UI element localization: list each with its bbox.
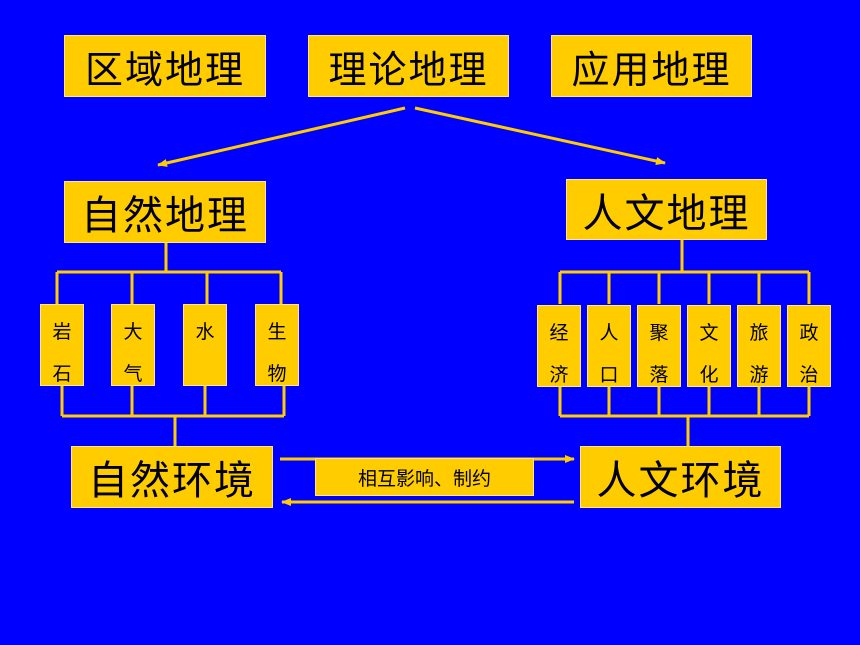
natural-item-rock: 岩 石 bbox=[40, 304, 84, 386]
human-item-char: 化 bbox=[699, 364, 719, 386]
natural-item-char: 石 bbox=[52, 363, 72, 385]
natural-environment-box: 自然环境 bbox=[71, 446, 273, 508]
human-item-settlement: 聚 落 bbox=[637, 305, 681, 387]
physical-geography-box: 自然地理 bbox=[64, 181, 266, 243]
human-item-char: 治 bbox=[799, 364, 819, 386]
natural-item-char: 气 bbox=[123, 363, 143, 385]
human-item-char: 人 bbox=[599, 322, 619, 344]
human-item-population: 人 口 bbox=[587, 305, 631, 387]
interaction-label: 相互影响、制约 bbox=[315, 458, 534, 496]
human-geography-box: 人文地理 bbox=[566, 179, 767, 240]
natural-item-biology: 生 物 bbox=[255, 304, 299, 386]
regional-geography-box: 区域地理 bbox=[64, 35, 266, 97]
human-item-economy: 经 济 bbox=[537, 305, 581, 387]
human-item-char: 经 bbox=[549, 322, 569, 344]
natural-item-atmosphere: 大 气 bbox=[111, 304, 155, 386]
natural-item-char: 物 bbox=[267, 363, 287, 385]
natural-item-char: 大 bbox=[123, 321, 143, 343]
arrow-to-human bbox=[414, 106, 666, 165]
human-item-char: 政 bbox=[799, 322, 819, 344]
applied-geography-box: 应用地理 bbox=[551, 35, 752, 97]
human-item-char: 济 bbox=[549, 364, 569, 386]
human-item-char: 落 bbox=[649, 364, 669, 386]
human-item-char: 口 bbox=[599, 364, 619, 386]
human-environment-box: 人文环境 bbox=[580, 446, 781, 508]
human-item-tourism: 旅 游 bbox=[737, 305, 781, 387]
natural-item-water: 水 bbox=[183, 304, 227, 386]
theoretical-geography-box: 理论地理 bbox=[308, 35, 509, 97]
human-item-char: 旅 bbox=[749, 322, 769, 344]
human-item-char: 游 bbox=[749, 364, 769, 386]
natural-item-char: 生 bbox=[267, 321, 287, 343]
natural-item-char: 岩 bbox=[52, 321, 72, 343]
human-item-char: 文 bbox=[699, 322, 719, 344]
human-item-culture: 文 化 bbox=[687, 305, 731, 387]
natural-item-char: 水 bbox=[195, 321, 215, 343]
human-item-char: 聚 bbox=[649, 322, 669, 344]
arrow-to-natural bbox=[157, 106, 406, 167]
human-item-politics: 政 治 bbox=[787, 305, 831, 387]
